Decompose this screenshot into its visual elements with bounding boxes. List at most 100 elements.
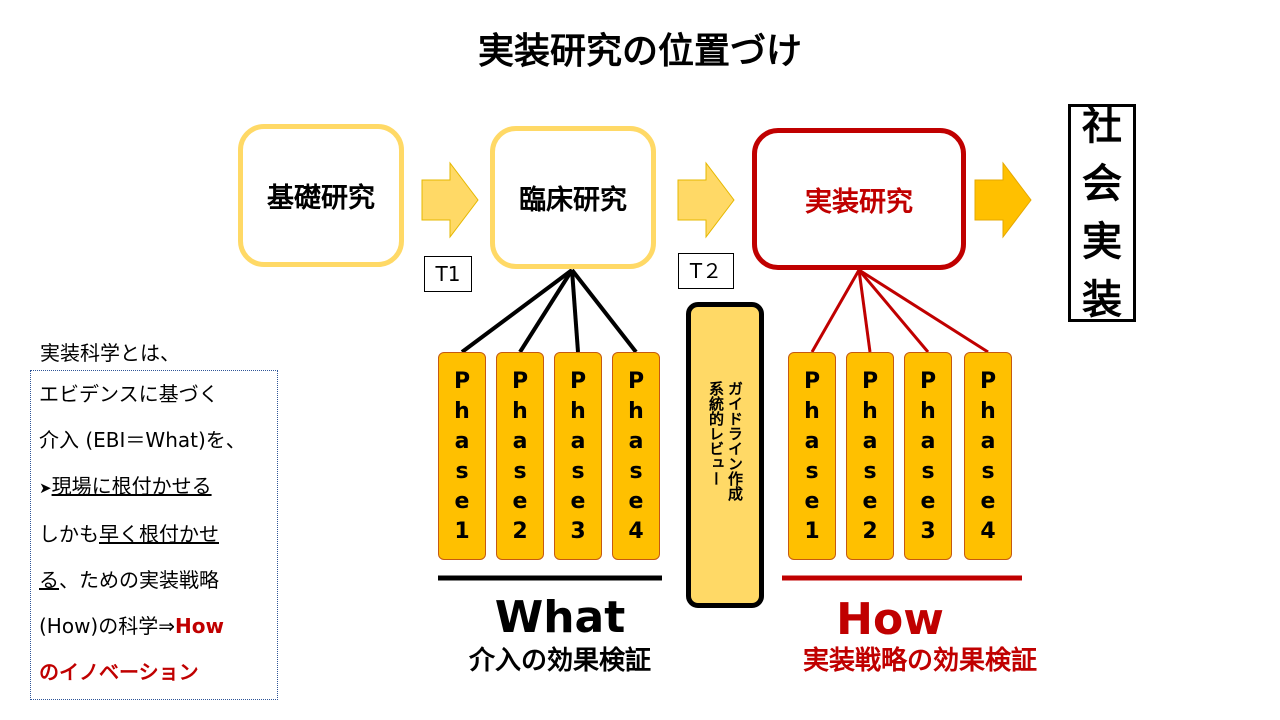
clinical-fan-lines — [460, 268, 638, 354]
phase-char: e — [980, 489, 996, 514]
note-highlight: る — [39, 568, 59, 592]
note-line: エビデンスに基づく — [39, 382, 219, 406]
phase-char: e — [512, 489, 528, 514]
phase-char: P — [979, 369, 997, 394]
phase-char: a — [512, 429, 528, 454]
phase-char: 3 — [570, 519, 586, 544]
note-line: (How)の科学⇒How — [39, 603, 269, 649]
guideline-review-text: ガイドライン作成系統的レビュー — [706, 381, 744, 501]
phase-char: P — [861, 369, 879, 394]
phase-char: s — [805, 459, 819, 484]
phase-char: s — [629, 459, 643, 484]
note-highlight: 現場に根付かせる — [51, 474, 212, 498]
stage-society: 社 会 実 装 — [1068, 103, 1136, 323]
note-line: る、ための実装戦略 — [39, 557, 269, 603]
phase-char: s — [571, 459, 585, 484]
page-title: 実装研究の位置づけ — [477, 31, 802, 72]
phase-char: s — [921, 459, 935, 484]
transition-t1-label: T1 — [424, 256, 472, 292]
note-text: しかも — [39, 522, 99, 546]
phase-char: a — [570, 429, 586, 454]
guideline-label: ガイドライン作成 — [726, 381, 744, 501]
note-how-emphasis: How — [175, 614, 224, 638]
phase-char: a — [920, 429, 936, 454]
transition-t2-label: T２ — [678, 253, 734, 289]
arrow-clinical-to-implementation — [677, 161, 735, 239]
phase-char: P — [919, 369, 937, 394]
phase-char: h — [862, 399, 878, 424]
phase-char: h — [454, 399, 470, 424]
phase-char: P — [453, 369, 471, 394]
phase-char: 4 — [980, 519, 996, 544]
how-heading: How — [836, 594, 944, 645]
phase-char: 1 — [454, 519, 470, 544]
note-highlight: 早く根付かせ — [99, 522, 219, 546]
phase-char: h — [980, 399, 996, 424]
phase-char: h — [512, 399, 528, 424]
note-text: (How)の科学⇒ — [39, 614, 175, 638]
phase-char: 3 — [920, 519, 936, 544]
stage-clinical-label: 臨床研究 — [519, 185, 627, 216]
note-line: 介入 (EBI＝What)を、 — [39, 428, 246, 452]
phase-char: P — [511, 369, 529, 394]
stage-implementation-research: 実装研究 — [752, 128, 966, 270]
phase-char: P — [569, 369, 587, 394]
phase-char: e — [454, 489, 470, 514]
phase-char: s — [863, 459, 877, 484]
phase-char: e — [570, 489, 586, 514]
phase-char: 2 — [862, 519, 878, 544]
phase-char: e — [628, 489, 644, 514]
phase-char: a — [628, 429, 644, 454]
society-char: 社 — [1082, 103, 1122, 149]
note-intro-line: 実装科学とは、 — [40, 341, 180, 365]
phase-char: P — [803, 369, 821, 394]
phase-char: a — [980, 429, 996, 454]
society-char: 実 — [1082, 219, 1122, 265]
phase-char: s — [455, 459, 469, 484]
phase-char: e — [804, 489, 820, 514]
phase-char: s — [513, 459, 527, 484]
phase-char: a — [862, 429, 878, 454]
systematic-review-label: 系統的レビュー — [707, 381, 725, 486]
implementation-fan-lines — [810, 268, 989, 354]
what-subheading: 介入の効果検証 — [468, 646, 651, 676]
phase-char: h — [920, 399, 936, 424]
what-heading: What — [494, 592, 626, 643]
phase-char: e — [920, 489, 936, 514]
phase-char: h — [804, 399, 820, 424]
phase-char: h — [570, 399, 586, 424]
arrowhead-bullet-icon: ➤ — [39, 479, 52, 497]
note-line: ➤現場に根付かせる — [39, 463, 269, 511]
phase-char: h — [628, 399, 644, 424]
note-text: 、ための実装戦略 — [59, 568, 219, 592]
phase-char: a — [804, 429, 820, 454]
how-subheading: 実装戦略の効果検証 — [802, 646, 1037, 676]
stage-basic-label: 基礎研究 — [267, 183, 375, 214]
society-char: 装 — [1082, 277, 1122, 323]
stage-implementation-label: 実装研究 — [805, 186, 913, 218]
society-char: 会 — [1082, 161, 1122, 207]
phase-char: 1 — [804, 519, 820, 544]
guideline-review-box: ガイドライン作成系統的レビュー — [686, 302, 764, 608]
phase-char: P — [627, 369, 645, 394]
phase-char: a — [454, 429, 470, 454]
stage-clinical-research: 臨床研究 — [490, 126, 656, 269]
stage-basic-research: 基礎研究 — [238, 124, 404, 267]
arrow-implementation-to-society — [974, 161, 1032, 239]
phase-char: s — [981, 459, 995, 484]
phase-char: 4 — [628, 519, 644, 544]
phase-char: 2 — [512, 519, 528, 544]
note-box: エビデンスに基づく 介入 (EBI＝What)を、 ➤現場に根付かせる しかも早… — [30, 370, 278, 700]
note-line: しかも早く根付かせ — [39, 511, 269, 557]
phase-char: e — [862, 489, 878, 514]
arrow-basic-to-clinical — [421, 161, 479, 239]
